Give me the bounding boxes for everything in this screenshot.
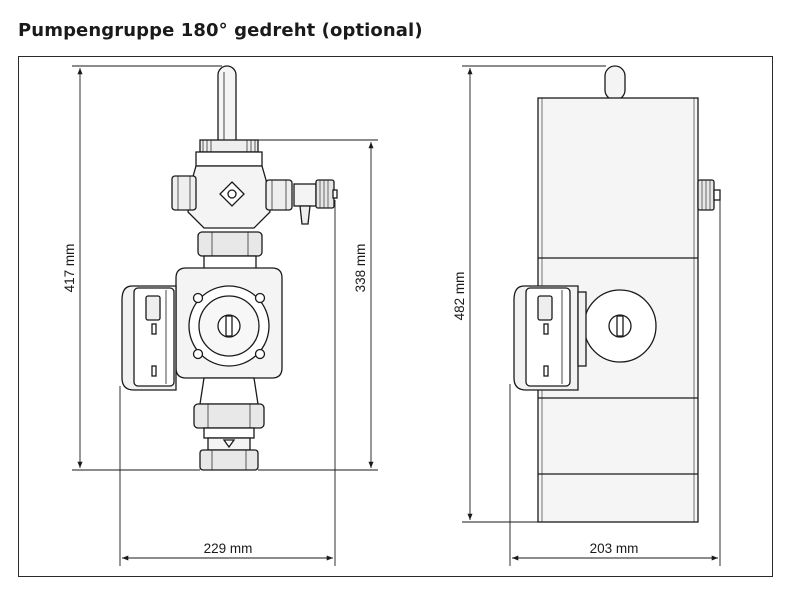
pump-housing (175, 267, 283, 379)
front-dimensions (72, 65, 378, 566)
width-front-label: 229 mm (204, 541, 253, 556)
width-side-label: 203 mm (590, 541, 639, 556)
lower-fitting (193, 377, 265, 471)
top-fitting (195, 139, 263, 167)
side-handle (604, 65, 626, 101)
height-total-front-label: 417 mm (62, 244, 77, 293)
side-dimensions (462, 65, 721, 566)
valve-body (171, 165, 338, 229)
pump-electronics-box (121, 285, 177, 391)
side-drain-fitting (697, 179, 721, 211)
side-electronics-box (513, 285, 579, 391)
side-pump-head (577, 289, 657, 367)
page-title: Pumpengruppe 180° gedreht (optional) (18, 20, 423, 41)
side-view (513, 65, 721, 523)
front-view (121, 65, 338, 471)
height-total-side-label: 482 mm (452, 272, 467, 321)
height-connection-label: 338 mm (353, 244, 368, 293)
drawing-frame (18, 56, 773, 577)
